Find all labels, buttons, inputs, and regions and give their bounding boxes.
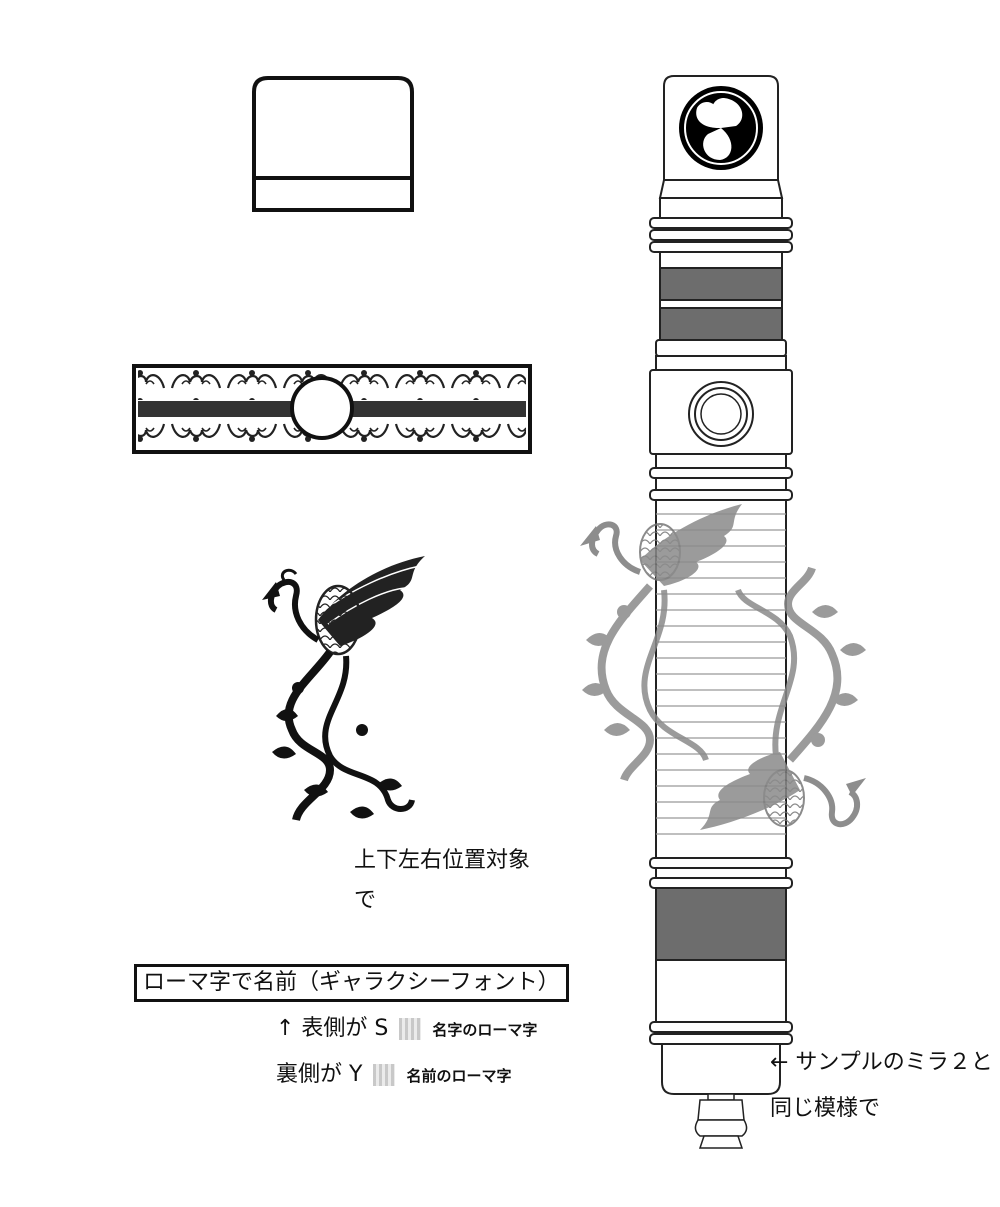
front-sample-text: 名字のローマ字 <box>432 1021 538 1039</box>
pommel-cap-drawing <box>252 76 414 212</box>
position-note-line1: 上下左右位置対象 <box>354 848 531 873</box>
round-button-icon <box>688 381 754 447</box>
position-note-line2: で <box>354 888 377 913</box>
phoenix-overlay-upper <box>580 504 742 782</box>
phoenix-motif-icon <box>262 556 425 822</box>
front-prefix: ↑ 表側が S <box>276 1016 389 1041</box>
font-label-box: ローマ字で名前（ギャラクシーフォント） <box>134 964 569 1002</box>
back-side-note: 裏側が Y 名前のローマ字 <box>276 1060 511 1091</box>
tomoe-emblem-icon <box>679 86 763 170</box>
mirror-note-line2: 同じ模様で <box>770 1096 881 1121</box>
front-side-note: ↑ 表側が S 名字のローマ字 <box>276 1014 537 1045</box>
back-sample-blur <box>373 1064 396 1086</box>
arabesque-band-drawing <box>132 364 532 454</box>
mirror-note-line1: ← サンプルのミラ２と <box>770 1050 993 1075</box>
back-prefix: 裏側が Y <box>276 1062 363 1087</box>
phoenix-overlay-lower <box>700 566 866 830</box>
front-sample-blur <box>399 1018 422 1040</box>
back-sample-text: 名前のローマ字 <box>406 1067 512 1085</box>
hilt-main-drawing <box>580 75 866 1149</box>
